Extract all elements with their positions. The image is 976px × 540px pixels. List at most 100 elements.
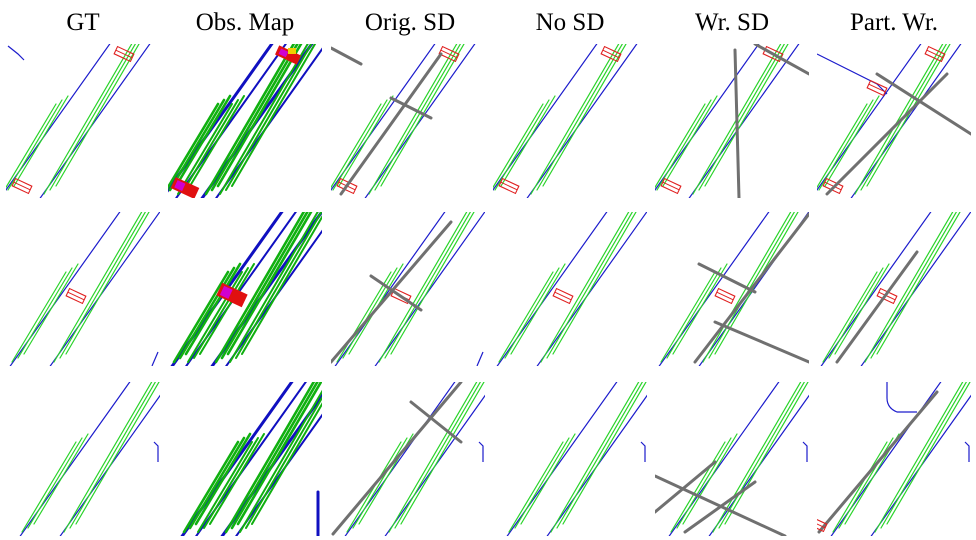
lane-divider bbox=[236, 382, 322, 526]
lane-divider bbox=[7, 99, 63, 191]
lane-divider bbox=[225, 44, 313, 191]
lane-divider bbox=[49, 44, 137, 191]
lane-divider bbox=[556, 382, 644, 529]
map-panel-obs-row-1 bbox=[168, 44, 322, 198]
sd-map-road bbox=[655, 460, 717, 514]
sd-map-road bbox=[369, 274, 423, 312]
crosswalk-top bbox=[924, 45, 946, 63]
column-title-orig-sd: Orig. SD bbox=[364, 9, 456, 36]
lane-divider bbox=[59, 212, 147, 359]
crosswalk-top bbox=[438, 45, 460, 63]
sd-map-road bbox=[409, 400, 463, 444]
lane-divider bbox=[498, 271, 554, 363]
side-road-boundary bbox=[964, 441, 970, 462]
lane-divider bbox=[220, 212, 309, 360]
road-boundary bbox=[850, 44, 962, 198]
lane-divider bbox=[178, 266, 236, 360]
lane-divider bbox=[69, 382, 157, 529]
lane-divider bbox=[174, 94, 232, 188]
lane-divider bbox=[184, 262, 242, 356]
lane-divider bbox=[864, 212, 954, 363]
lane-divider bbox=[822, 271, 878, 363]
lane-divider bbox=[53, 212, 143, 363]
lane-divider bbox=[204, 44, 296, 196]
lane-divider bbox=[817, 103, 868, 189]
map-panel-partwr-row-2 bbox=[820, 212, 971, 366]
lane-divider bbox=[172, 270, 230, 364]
lane-divider bbox=[818, 99, 874, 191]
observation-blob-center bbox=[216, 282, 248, 308]
lane-divider bbox=[231, 44, 317, 187]
road-boundary bbox=[39, 44, 151, 198]
sd-map-road bbox=[733, 48, 741, 198]
road-boundary bbox=[6, 44, 111, 191]
crosswalk-top bbox=[600, 45, 622, 63]
map-panel-nosd-row-2 bbox=[496, 212, 647, 366]
lane-divider bbox=[194, 432, 252, 526]
lane-divider bbox=[55, 44, 140, 187]
sd-map-road bbox=[693, 212, 809, 364]
crosswalk-corner bbox=[817, 515, 828, 533]
lane-divider bbox=[199, 263, 255, 355]
road-boundary bbox=[536, 212, 647, 366]
lane-divider bbox=[168, 98, 226, 192]
lane-divider bbox=[854, 44, 944, 195]
crosswalk-side bbox=[866, 79, 888, 97]
lane-divider bbox=[378, 212, 468, 363]
side-road-boundary bbox=[802, 441, 808, 462]
lane-divider bbox=[655, 103, 706, 189]
lane-divider bbox=[828, 267, 884, 359]
crosswalk-bottom bbox=[660, 177, 682, 195]
column-title-part-wr: Part. Wr. bbox=[849, 9, 939, 36]
map-panel-nosd-row-1 bbox=[493, 44, 638, 198]
lane-divider bbox=[189, 95, 245, 187]
lane-divider bbox=[63, 382, 153, 533]
lane-divider bbox=[11, 271, 67, 363]
lane-divider bbox=[832, 441, 888, 533]
lane-divider bbox=[230, 382, 319, 530]
road-boundary bbox=[817, 44, 922, 191]
road-boundary bbox=[59, 394, 160, 536]
lane-divider bbox=[332, 99, 388, 191]
sd-map-road bbox=[331, 46, 363, 66]
lane-divider bbox=[494, 99, 550, 191]
lane-divider bbox=[210, 44, 299, 192]
map-panel-orig-row-1 bbox=[331, 44, 476, 198]
road-boundary bbox=[860, 212, 971, 366]
lane-divider bbox=[219, 44, 309, 195]
road-boundary bbox=[374, 212, 485, 366]
side-road-boundary bbox=[151, 351, 159, 366]
sd-map-road bbox=[697, 262, 757, 294]
lane-divider bbox=[562, 382, 647, 525]
crosswalk-center bbox=[714, 287, 736, 305]
lane-divider bbox=[870, 212, 958, 359]
road-boundary bbox=[331, 44, 436, 191]
column-title-wr-sd: Wr. SD bbox=[695, 9, 769, 36]
observation-blob-top bbox=[275, 45, 301, 65]
lane-divider bbox=[493, 103, 544, 189]
lane-divider bbox=[23, 263, 79, 355]
lane-divider bbox=[698, 44, 786, 191]
lane-divider bbox=[550, 382, 640, 533]
lane-divider bbox=[886, 382, 971, 525]
map-panel-wrsd-row-1 bbox=[655, 44, 809, 198]
lane-divider bbox=[187, 271, 243, 363]
road-boundary bbox=[493, 44, 598, 191]
map-panel-obs-row-2 bbox=[170, 212, 322, 366]
road-boundary bbox=[655, 44, 760, 191]
crosswalk-center bbox=[552, 287, 574, 305]
lane-divider bbox=[876, 212, 961, 355]
sd-map-road bbox=[683, 480, 757, 534]
column-title-no-sd: No SD bbox=[535, 9, 605, 36]
side-road-boundary bbox=[640, 441, 646, 462]
side-road-boundary bbox=[476, 351, 484, 366]
lane-divider bbox=[188, 436, 246, 530]
sd-map-road bbox=[817, 390, 939, 534]
side-road-boundary bbox=[886, 382, 917, 413]
lane-divider bbox=[708, 212, 796, 359]
lane-divider bbox=[508, 441, 564, 533]
lane-divider bbox=[510, 263, 566, 355]
lane-divider bbox=[6, 103, 57, 189]
map-panel-obs-row-3 bbox=[180, 382, 322, 536]
